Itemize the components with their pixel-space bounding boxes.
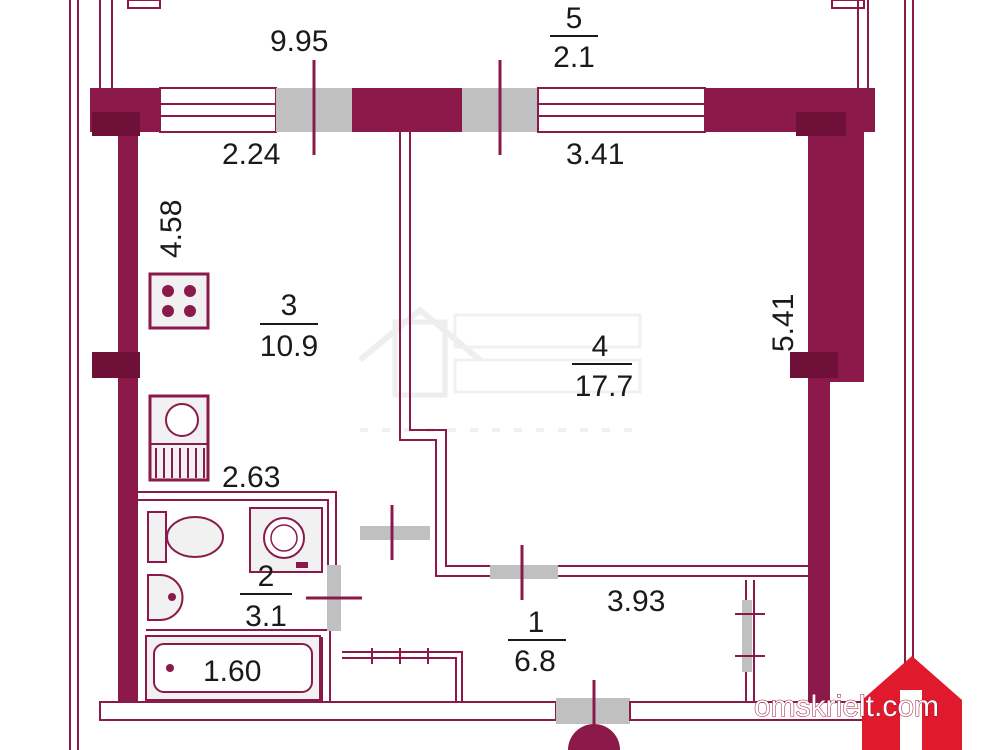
- partition-walls: [138, 132, 808, 702]
- bottom-wall: [99, 680, 911, 750]
- room-number: 1: [528, 606, 545, 639]
- room-area: 2.1: [553, 41, 595, 74]
- left-wall: [92, 112, 140, 702]
- room-label-2: 2 3.1: [240, 560, 292, 633]
- wash-basin-icon: [147, 574, 184, 621]
- room-number: 4: [592, 330, 609, 363]
- dim-kitchen-top: 2.24: [222, 138, 280, 171]
- dim-room-height: 5.41: [767, 294, 800, 352]
- top-wall: [90, 88, 875, 132]
- dim-room-top: 3.41: [566, 138, 624, 171]
- stove-icon: [148, 272, 210, 330]
- room-number: 5: [566, 2, 583, 35]
- door-markers-top: [312, 60, 502, 155]
- balcony-outline: [69, 0, 914, 750]
- house-arrow-logo: [862, 656, 962, 750]
- window-room: [537, 87, 706, 133]
- window-kitchen: [159, 87, 277, 133]
- room-area: 3.1: [245, 600, 287, 633]
- right-wall: [790, 112, 864, 702]
- room-area: 6.8: [514, 645, 556, 678]
- room-label-4: 4 17.7: [572, 330, 633, 403]
- kitchen-sink-icon: [148, 394, 210, 482]
- dim-bath-top: 2.63: [222, 461, 280, 494]
- toilet-icon: [147, 511, 224, 563]
- room-label-1: 1 6.8: [508, 606, 566, 678]
- dim-kitchen-height: 4.58: [155, 200, 188, 258]
- room-area: 10.9: [260, 330, 318, 363]
- room-number: 3: [281, 289, 298, 322]
- room-area: 17.7: [575, 370, 633, 403]
- room-label-5: 5 2.1: [550, 2, 598, 74]
- room-label-3: 3 10.9: [260, 289, 318, 363]
- dim-balcony-width: 9.95: [270, 25, 328, 58]
- bathtub-icon: [145, 635, 321, 701]
- watermark-site: omskrielt.com: [754, 690, 939, 723]
- dim-hall-width: 3.93: [607, 585, 665, 618]
- washing-machine-icon: [249, 507, 323, 573]
- dim-bathtub-length: 1.60: [203, 655, 261, 688]
- room-number: 2: [258, 560, 275, 593]
- interior-doors: [306, 505, 765, 672]
- background-logo-icon: [358, 306, 642, 432]
